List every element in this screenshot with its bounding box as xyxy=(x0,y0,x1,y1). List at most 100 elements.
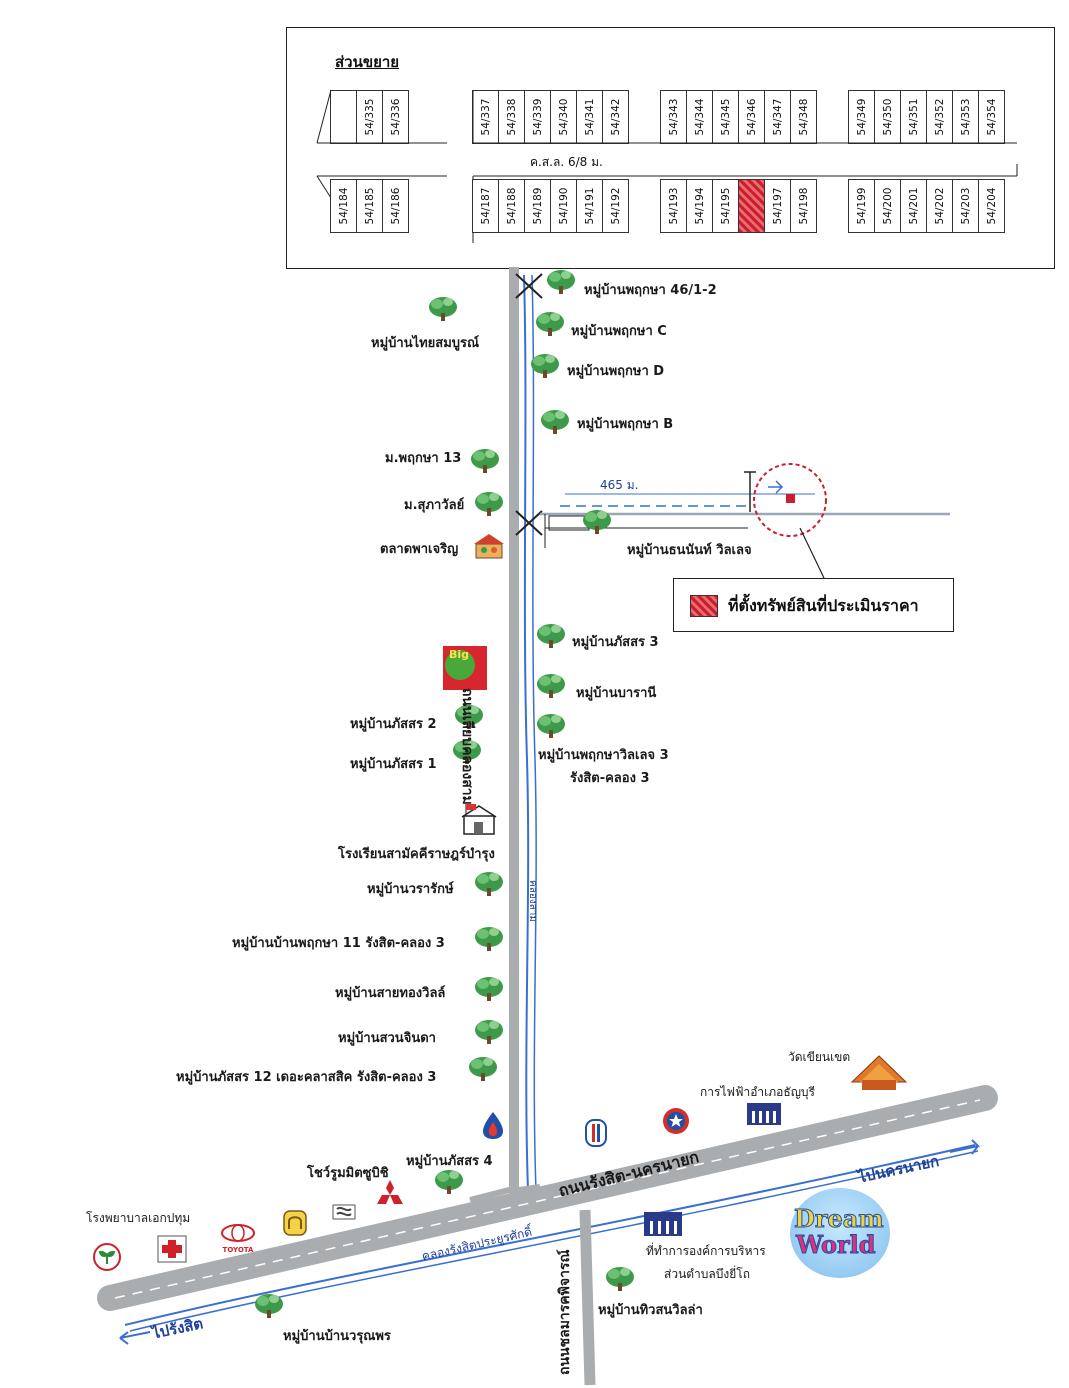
vertical-canal xyxy=(523,274,530,1191)
caltex-gas-icon xyxy=(663,1108,689,1134)
dream-world-logo: Dream World xyxy=(788,1188,892,1280)
main-vertical-road xyxy=(509,267,519,1197)
tree-icon xyxy=(475,1020,503,1044)
tree-icon xyxy=(435,1170,463,1194)
market-icon xyxy=(474,534,504,559)
place-label: หมู่บ้านภัสสร 4 xyxy=(406,1154,493,1169)
plot-lot: 54/184 xyxy=(330,179,357,233)
hospital-icon xyxy=(157,1235,187,1263)
tree-icon xyxy=(475,492,503,516)
lower-vertical-road xyxy=(579,1209,596,1386)
place-label: ตลาดพาเจริญ xyxy=(380,542,459,557)
place-label: โรงพยาบาลเอกปทุม xyxy=(86,1211,191,1225)
tree-icon xyxy=(531,354,559,378)
krungsri-icon xyxy=(283,1210,307,1236)
inset-title: ส่วนขยาย xyxy=(335,53,400,71)
plot-lot: 54/204 xyxy=(978,179,1005,233)
plot-lot: 54/336 xyxy=(382,90,409,144)
place-label: หมู่บ้านสายทองวิลล์ xyxy=(335,986,446,1001)
diagonal-canal xyxy=(124,1144,976,1326)
plot-lot: 54/341 xyxy=(576,90,603,144)
plot-lot: 54/197 xyxy=(764,179,791,233)
plot-lot: 54/354 xyxy=(978,90,1005,144)
electricity-authority-icon xyxy=(747,1103,781,1125)
place-label: หมู่บ้านพฤกษา D xyxy=(567,364,665,379)
place-label: ที่ทำการองค์การบริหาร xyxy=(646,1244,766,1258)
main-vertical-road-label: ถนนเลียบคลองสาม xyxy=(459,688,475,805)
plot-lot: 54/187 xyxy=(472,179,499,233)
tree-icon xyxy=(536,312,564,336)
place-label: หมู่บ้านภัสสร 12 เดอะคลาสสิค รังสิต-คลอง… xyxy=(176,1070,437,1085)
place-label: หมู่บ้านพฤกษาวิลเลจ 3 xyxy=(538,748,669,763)
inset-road-label: ค.ส.ล. 6/8 ม. xyxy=(530,155,603,169)
tree-icon xyxy=(475,872,503,896)
target-marker xyxy=(786,494,795,503)
place-label: หมู่บ้านพฤกษา B xyxy=(577,417,674,432)
legend-box: ที่ตั้งทรัพย์สินที่ประเมินราคา xyxy=(673,578,954,632)
plot-lot: 54/185 xyxy=(356,179,383,233)
place-label: หมู่บ้านธนนันท์ วิลเลจ xyxy=(627,543,752,558)
school-icon xyxy=(461,804,497,835)
tree-icon xyxy=(255,1294,283,1318)
target-circle xyxy=(753,463,827,537)
mitsubishi-icon xyxy=(377,1180,403,1204)
plot-lot: 54/191 xyxy=(576,179,603,233)
place-label: โชว์รูมมิตซูบิชิ xyxy=(307,1166,389,1181)
place-label: หมู่บ้านไทยสมบูรณ์ xyxy=(371,336,480,351)
tree-icon xyxy=(537,674,565,698)
plot-lot: 54/192 xyxy=(602,179,629,233)
toyota-logo: TOYOTA xyxy=(218,1224,258,1254)
tree-icon xyxy=(541,410,569,434)
tree-icon xyxy=(475,977,503,1001)
tree-icon xyxy=(583,510,611,534)
place-label: หมู่บ้านสวนจินดา xyxy=(338,1031,436,1046)
legend-label: ที่ตั้งทรัพย์สินที่ประเมินราคา xyxy=(728,596,919,615)
bank-icon xyxy=(332,1204,356,1220)
place-label: หมู่บ้านภัสสร 2 xyxy=(350,717,437,732)
legend-swatch xyxy=(690,595,718,617)
diagonal-main-road xyxy=(97,1085,998,1311)
plot-lot: 54/343 xyxy=(660,90,687,144)
place-label: หมู่บ้านบ้านพฤกษา 11 รังสิต-คลอง 3 xyxy=(232,936,445,951)
tree-icon xyxy=(471,449,499,473)
place-label: การไฟฟ้าอำเภอธัญบุรี xyxy=(700,1085,815,1099)
lower-vertical-road-label: ถนนชลมารคพิจารณ์ xyxy=(557,1249,573,1375)
plot-lot: 54/347 xyxy=(764,90,791,144)
kbank-icon xyxy=(93,1243,121,1271)
bangchak-gas-icon xyxy=(585,1119,607,1147)
plot-lot: 54/193 xyxy=(660,179,687,233)
distance-label: 465 ม. xyxy=(600,478,639,492)
place-label: ม.พฤกษา 13 xyxy=(385,451,462,466)
plot-lot: 54/202 xyxy=(926,179,953,233)
plot-lot: 54/186 xyxy=(382,179,409,233)
place-label: ม.สุภาวัลย์ xyxy=(404,498,465,513)
plot-lot: 54/198 xyxy=(790,179,817,233)
tree-icon xyxy=(469,1057,497,1081)
plot-lot: 54/344 xyxy=(686,90,713,144)
tree-icon xyxy=(475,927,503,951)
tree-icon xyxy=(547,270,575,294)
place-label: หมู่บ้านพฤกษา C xyxy=(571,324,667,339)
place-label: วัดเขียนเขต xyxy=(788,1050,851,1064)
ptt-gas-icon xyxy=(483,1112,503,1139)
plot-lot: 54/346 xyxy=(738,90,765,144)
sao-office-icon xyxy=(644,1212,682,1236)
place-label: โรงเรียนสามัคคีราษฎร์บำรุง xyxy=(338,847,495,862)
place-label: หมู่บ้านวรารักษ์ xyxy=(367,882,454,897)
temple-icon xyxy=(850,1055,908,1090)
place-label: หมู่บ้านภัสสร 3 xyxy=(572,635,659,650)
place-label: ส่วนตำบลบึงยี่โถ xyxy=(664,1267,750,1281)
place-label: หมู่บ้านพฤกษา 46/1-2 xyxy=(584,283,717,298)
place-label: หมู่บ้านบ้านวรุณพร xyxy=(283,1329,391,1344)
place-label: หมู่บ้านบารานี xyxy=(576,686,657,701)
tree-icon xyxy=(537,714,565,738)
